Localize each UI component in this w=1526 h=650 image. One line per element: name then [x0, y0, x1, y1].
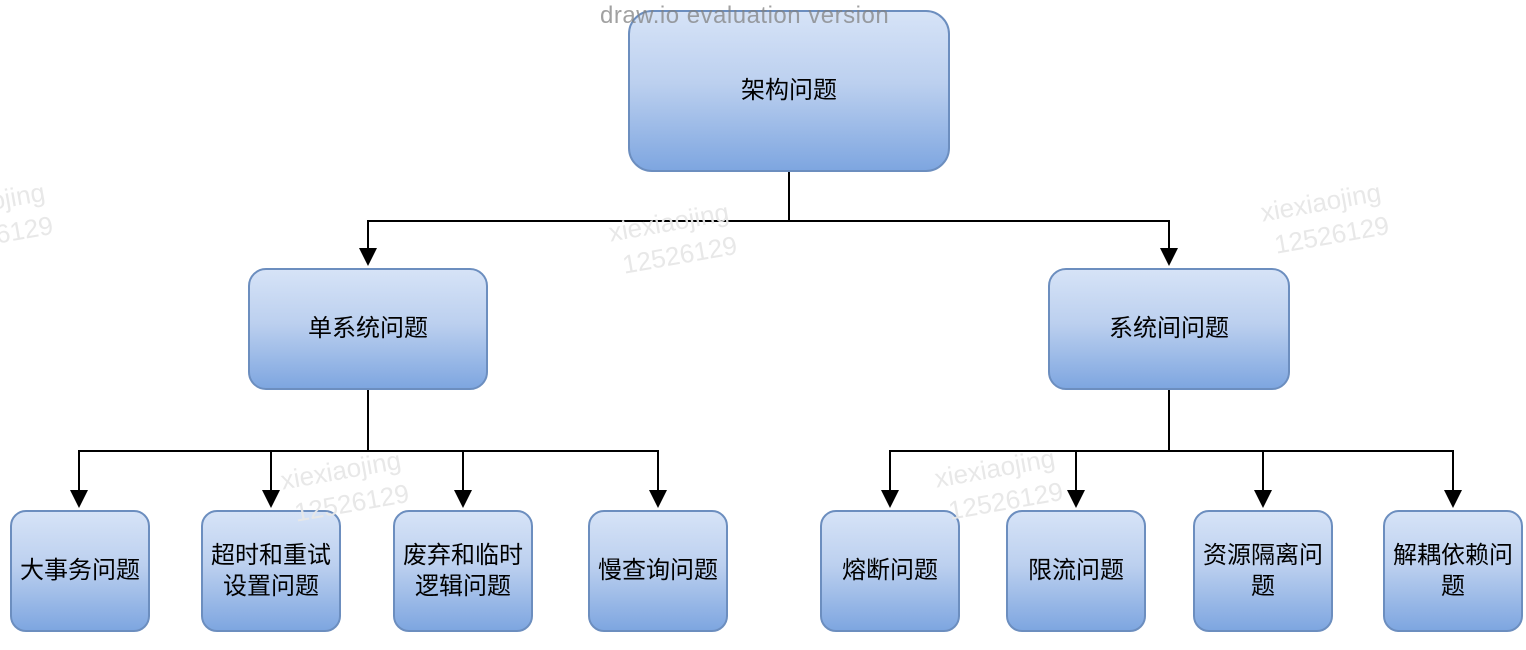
arrowhead-timeout-retry[interactable] — [262, 490, 280, 508]
arrowhead-slow-query[interactable] — [649, 490, 667, 508]
node-inter-system-problem[interactable]: 系统间问题 — [1048, 268, 1290, 390]
user-watermark: xiexiaojing 12526129 — [912, 0, 1046, 7]
arrowhead-big-transaction[interactable] — [70, 490, 88, 508]
arrowhead-single-system[interactable] — [359, 248, 377, 266]
user-watermark-id: 12526129 — [620, 229, 740, 280]
edge-to-resource-isolation[interactable] — [1262, 450, 1264, 492]
arrowhead-inter-system[interactable] — [1160, 248, 1178, 266]
arrowhead-deprecated-temp-logic[interactable] — [454, 490, 472, 508]
arrowhead-rate-limit[interactable] — [1067, 490, 1085, 508]
edge-root-to-inter-system[interactable] — [1168, 220, 1170, 250]
edge-to-deprecated-temp-logic[interactable] — [462, 450, 464, 492]
node-resource-isolation-problem[interactable]: 资源隔离问题 — [1193, 510, 1333, 632]
arrowhead-circuit-breaker[interactable] — [881, 490, 899, 508]
edge-inter-system-trunk[interactable] — [1168, 390, 1170, 452]
user-watermark-name: xiexiaojing — [932, 442, 1058, 494]
arrowhead-decouple-dependency[interactable] — [1444, 490, 1462, 508]
edge-root-split-bar[interactable] — [367, 220, 1170, 222]
node-single-system-problem[interactable]: 单系统问题 — [248, 268, 488, 390]
edge-to-timeout-retry[interactable] — [270, 450, 272, 492]
edge-to-circuit-breaker[interactable] — [889, 450, 891, 492]
edge-single-system-trunk[interactable] — [367, 390, 369, 452]
user-watermark-name: xiexiaojing — [606, 196, 732, 248]
user-watermark: xiexiaojing 12526129 — [250, 0, 384, 7]
drawio-evaluation-watermark: draw.io evaluation version — [600, 2, 890, 29]
edge-single-system-split-bar[interactable] — [78, 450, 659, 452]
edge-root-to-single-system[interactable] — [367, 220, 369, 250]
user-watermark-id: 12526129 — [264, 0, 384, 6]
user-watermark-id: 12526129 — [0, 209, 56, 260]
node-rate-limit-problem[interactable]: 限流问题 — [1006, 510, 1146, 632]
node-timeout-retry-problem[interactable]: 超时和重试设置问题 — [201, 510, 341, 632]
arrowhead-resource-isolation[interactable] — [1254, 490, 1272, 508]
user-watermark: xiexiaojing 12526129 — [1258, 175, 1392, 263]
node-decouple-dependency-problem[interactable]: 解耦依赖问题 — [1383, 510, 1523, 632]
user-watermark-name: xiexiaojing — [1258, 176, 1384, 228]
user-watermark-name: xiexiaojing — [0, 176, 48, 228]
node-circuit-breaker-problem[interactable]: 熔断问题 — [820, 510, 960, 632]
user-watermark: xiexiaojing 12526129 — [606, 195, 740, 283]
node-big-transaction-problem[interactable]: 大事务问题 — [10, 510, 150, 632]
edge-root-trunk[interactable] — [788, 172, 790, 222]
user-watermark-id: 12526129 — [926, 0, 1046, 6]
user-watermark: xiexiaojing 12526129 — [0, 175, 56, 263]
node-slow-query-problem[interactable]: 慢查询问题 — [588, 510, 728, 632]
node-architecture-problem[interactable]: 架构问题 — [628, 10, 950, 172]
node-deprecated-temp-logic-problem[interactable]: 废弃和临时逻辑问题 — [393, 510, 533, 632]
edge-to-rate-limit[interactable] — [1075, 450, 1077, 492]
user-watermark-id: 12526129 — [1272, 209, 1392, 260]
edge-to-decouple-dependency[interactable] — [1452, 450, 1454, 492]
edge-to-big-transaction[interactable] — [78, 450, 80, 492]
edge-to-slow-query[interactable] — [657, 450, 659, 492]
edge-inter-system-split-bar[interactable] — [889, 450, 1454, 452]
